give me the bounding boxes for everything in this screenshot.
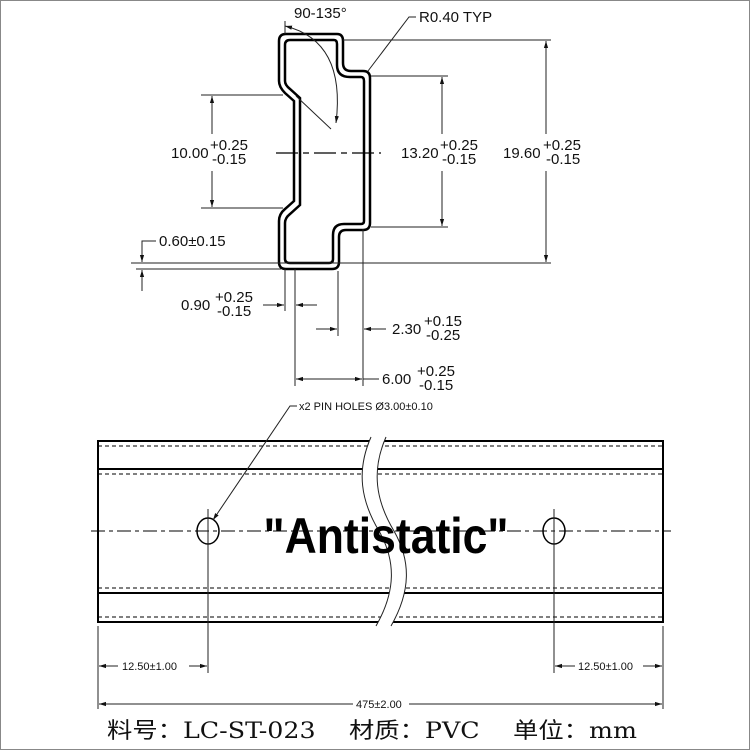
svg-text:0.90: 0.90: [181, 297, 210, 314]
dim-2-30: 2.30 +0.15 -0.25: [392, 313, 462, 344]
svg-text:13.20: 13.20: [401, 145, 439, 162]
svg-text:+0.25: +0.25: [215, 289, 253, 306]
dim-0-60: 0.60±0.15: [159, 233, 226, 250]
dim-10-00: 10.00 +0.25 -0.15: [171, 137, 248, 168]
svg-text:+0.15: +0.15: [424, 313, 462, 330]
svg-text:-0.25: -0.25: [426, 327, 460, 344]
footer-spec: 料号：LC-ST-023 材质：PVC 单位：mm: [107, 719, 637, 744]
dim-6-00: 6.00 +0.25 -0.15: [382, 363, 455, 394]
svg-text:-0.15: -0.15: [419, 377, 453, 394]
pin-leader: [212, 405, 297, 521]
svg-text:6.00: 6.00: [382, 371, 411, 388]
radius-leader: [367, 16, 416, 72]
svg-text:+0.25: +0.25: [543, 137, 581, 154]
dim-right-offset: 12.50±1.00: [578, 661, 633, 673]
svg-text:2.30: 2.30: [392, 321, 421, 338]
angle-arc: [284, 25, 339, 124]
break-gap: [362, 437, 407, 626]
svg-text:+0.25: +0.25: [417, 363, 455, 380]
svg-text:+0.25: +0.25: [210, 137, 248, 154]
svg-text:-0.15: -0.15: [212, 151, 246, 168]
svg-text:-0.15: -0.15: [442, 151, 476, 168]
dim-left-offset: 12.50±1.00: [122, 661, 177, 673]
antistatic-label: "Antistatic": [264, 508, 509, 564]
svg-text:-0.15: -0.15: [217, 303, 251, 320]
radius-label: R0.40 TYP: [419, 9, 492, 26]
pin-holes-note: x2 PIN HOLES Ø3.00±0.10: [299, 401, 433, 413]
dim-13-20: 13.20 +0.25 -0.15: [401, 137, 478, 168]
svg-text:+0.25: +0.25: [440, 137, 478, 154]
dim-19-60: 19.60 +0.25 -0.15: [503, 137, 581, 168]
strip-view: [91, 436, 671, 627]
svg-text:19.60: 19.60: [503, 145, 541, 162]
angle-label: 90-135°: [294, 5, 347, 22]
channel-profile: [277, 32, 372, 271]
dim-0-90: 0.90 +0.25 -0.15: [181, 289, 253, 320]
svg-text:-0.15: -0.15: [546, 151, 580, 168]
svg-text:10.00: 10.00: [171, 145, 209, 162]
dim-total-length: 475±2.00: [356, 699, 402, 711]
